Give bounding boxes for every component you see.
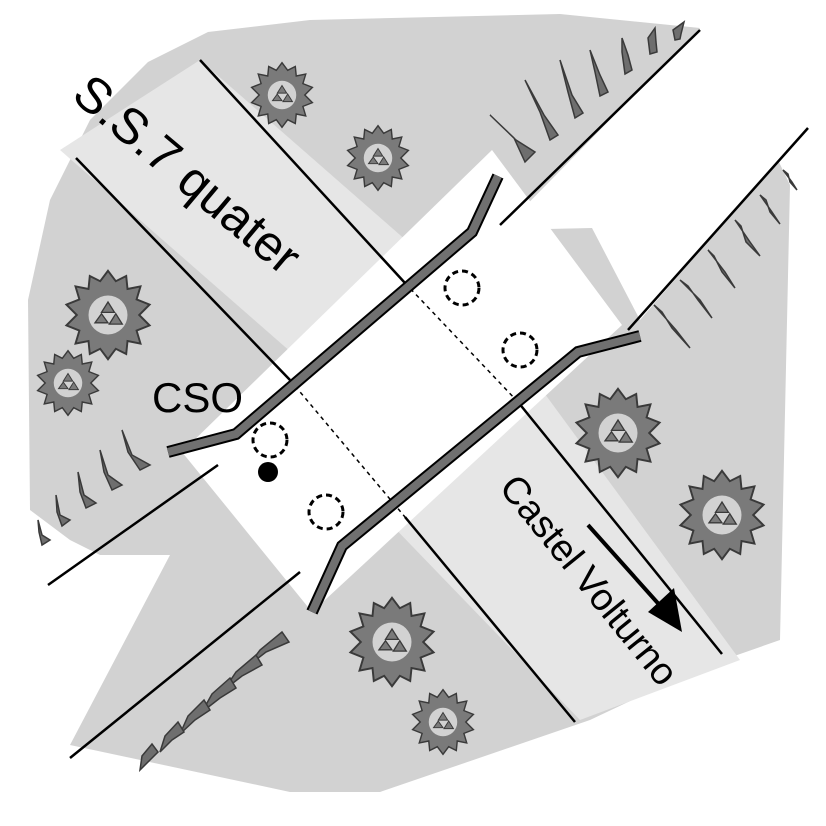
road-edges [75,59,723,723]
sensor-markers [251,269,539,531]
channel-label: CSO [152,374,243,421]
sensor-marker-icon [443,269,481,307]
channel-banks [47,29,809,759]
embankment-teeth-icon [37,20,798,773]
channel-walls-fill [166,174,641,614]
sensor-marker-icon [501,331,539,369]
sensor-marker-icon [307,493,345,531]
crossing-dashed-lines [289,282,519,518]
sensor-marker-icon [251,421,289,459]
crossing-area [182,150,622,612]
direction-arrow-icon [586,523,682,632]
active-sensor-dot [258,462,278,482]
